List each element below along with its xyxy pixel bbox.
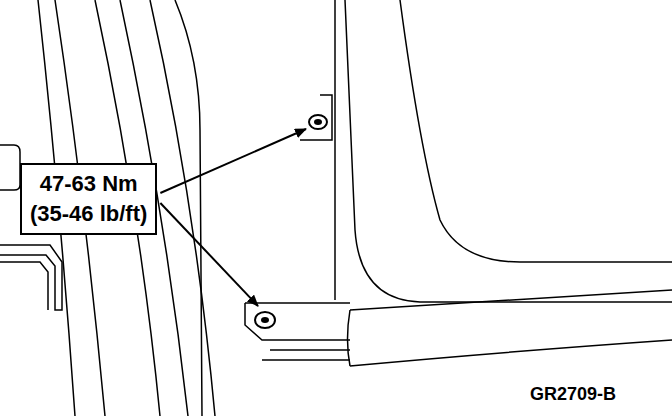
pillar-edge: [175, 0, 202, 416]
side-shape: [0, 145, 20, 190]
torque-value: (35-46 lb/ft): [30, 199, 147, 229]
body-curve: [150, 0, 215, 416]
bolt-head: [255, 312, 275, 328]
bolt-head: [261, 317, 269, 323]
bracket-plate: [245, 302, 350, 304]
bracket-plate: [245, 303, 350, 340]
handle-bracket: [0, 262, 48, 310]
panel-lower: [350, 290, 672, 310]
pillar-edge: [334, 0, 336, 300]
panel-inner: [400, 0, 672, 262]
torque-value: 47-63 Nm: [30, 169, 147, 199]
torque-callout-box: 47-63 Nm(35-46 lb/ft): [20, 163, 157, 235]
bolt-head: [309, 115, 327, 129]
figure-code: GR2709-B: [530, 384, 616, 405]
leader-arrow: [160, 129, 306, 193]
bolt-head: [314, 119, 322, 125]
panel-lower: [350, 340, 672, 366]
panel-lower: [348, 310, 351, 366]
leader-arrow: [160, 203, 258, 306]
upper-bracket: [300, 95, 332, 140]
panel-outline: [345, 0, 672, 302]
bracket-plate: [262, 350, 350, 360]
handle-bracket: [0, 245, 62, 310]
